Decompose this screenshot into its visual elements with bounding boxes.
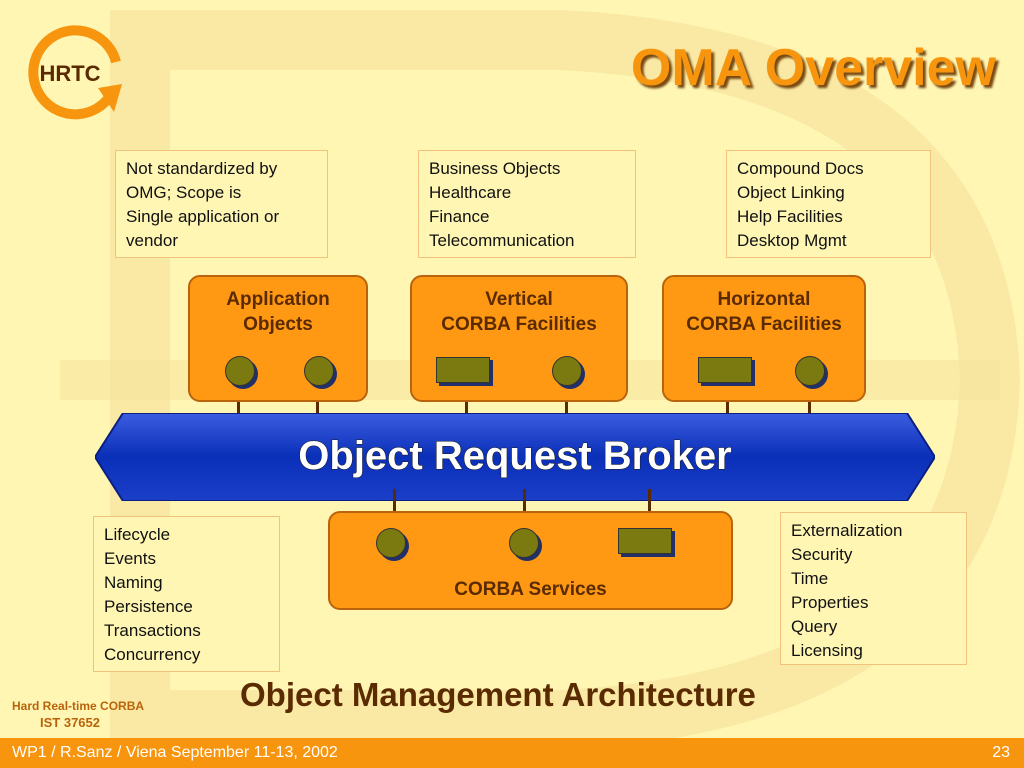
note-line: Concurrency — [104, 645, 201, 664]
note-line: Externalization — [791, 521, 903, 540]
note-line: Time — [791, 569, 829, 588]
note-line: vendor — [126, 231, 178, 250]
interface-circle — [225, 356, 255, 386]
note-line: Properties — [791, 593, 869, 612]
note-line: Telecommunication — [429, 231, 575, 250]
note-line: Compound Docs — [737, 159, 864, 178]
horizontal-facilities-box: Horizontal CORBA Facilities — [662, 275, 866, 402]
box-label: Objects — [243, 314, 313, 335]
box-label: CORBA Facilities — [441, 314, 597, 335]
interface-square — [436, 357, 490, 383]
logo-text: HRTC — [39, 61, 100, 86]
note-line: Finance — [429, 207, 490, 226]
note-vertical-domains: Business Objects Healthcare Finance Tele… — [418, 150, 636, 258]
note-line: Persistence — [104, 597, 193, 616]
interface-circle — [304, 356, 334, 386]
connector-line — [565, 385, 568, 427]
orb-arrow: Object Request Broker — [95, 413, 935, 501]
note-line: Not standardized by — [126, 159, 278, 178]
page-number: 23 — [992, 744, 1010, 761]
footer-text: WP1 / R.Sanz / Viena September 11-13, 20… — [12, 744, 338, 761]
interface-circle — [795, 356, 825, 386]
project-id: IST 37652 — [40, 715, 100, 730]
box-label: Horizontal — [717, 289, 811, 310]
note-line: Licensing — [791, 641, 863, 660]
application-objects-box: Application Objects — [188, 275, 368, 402]
note-line: Naming — [104, 573, 163, 592]
diagram-caption: Object Management Architecture — [240, 676, 756, 713]
project-name: Hard Real-time CORBA — [12, 699, 145, 713]
note-line: Object Linking — [737, 183, 845, 202]
note-line: Single application or — [126, 207, 280, 226]
note-lifecycle-services: Lifecycle Events Naming Persistence Tran… — [93, 516, 280, 672]
connector-line — [237, 385, 240, 427]
note-line: Events — [104, 549, 156, 568]
connector-line — [465, 385, 468, 427]
slide-title: OMA Overview — [630, 39, 996, 97]
note-line: Desktop Mgmt — [737, 231, 847, 250]
orb-label: Object Request Broker — [298, 434, 731, 478]
interface-circle — [509, 528, 539, 558]
interface-circle — [376, 528, 406, 558]
note-line: Help Facilities — [737, 207, 843, 226]
note-line: Lifecycle — [104, 525, 171, 544]
interface-square — [618, 528, 672, 554]
note-line: Security — [791, 545, 853, 564]
note-line: Query — [791, 617, 838, 636]
box-label: CORBA Facilities — [686, 314, 842, 335]
note-horizontal-facilities: Compound Docs Object Linking Help Facili… — [726, 150, 931, 258]
note-line: Business Objects — [429, 159, 561, 178]
connector-line — [808, 385, 811, 427]
connector-line — [726, 385, 729, 427]
footer-bar — [0, 738, 1024, 768]
note-line: Healthcare — [429, 183, 512, 202]
note-externalization-services: Externalization Security Time Properties… — [780, 512, 967, 665]
box-label: CORBA Services — [454, 579, 607, 600]
note-line: OMG; Scope is — [126, 183, 242, 202]
corba-services-box: CORBA Services — [328, 511, 733, 610]
hrtc-logo: HRTC — [28, 25, 122, 120]
connector-line — [316, 385, 319, 427]
interface-square — [698, 357, 752, 383]
note-application-scope: Not standardized by OMG; Scope is Single… — [115, 150, 328, 258]
note-line: Transactions — [104, 621, 201, 640]
box-label: Vertical — [485, 289, 553, 310]
interface-circle — [552, 356, 582, 386]
box-label: Application — [226, 289, 330, 310]
